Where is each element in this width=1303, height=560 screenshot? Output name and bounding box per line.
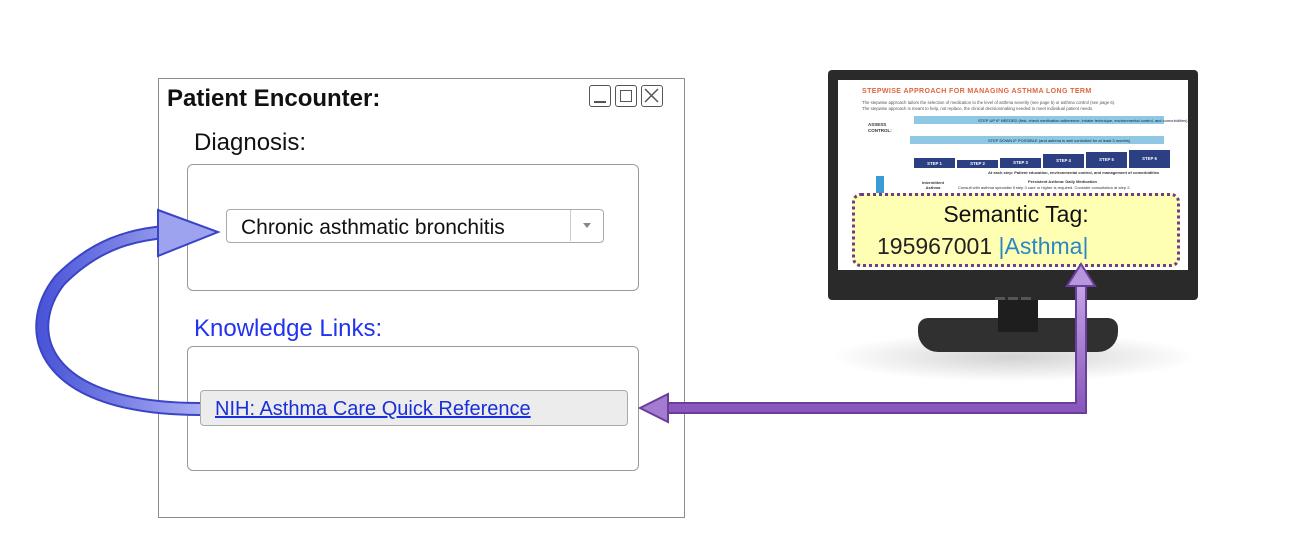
snomed-term: |Asthma|	[998, 233, 1089, 259]
monitor-port	[995, 297, 1005, 300]
step-down-band	[910, 136, 1164, 144]
maximize-icon[interactable]	[615, 85, 637, 107]
step-header: STEP 5	[1086, 152, 1127, 168]
step-header: STEP 6	[1129, 150, 1170, 168]
knowledge-link[interactable]: NIH: Asthma Care Quick Reference	[215, 398, 531, 420]
step-header: STEP 3	[1000, 158, 1041, 168]
diagnosis-select[interactable]: Chronic asthmatic bronchitis	[226, 209, 604, 243]
step-up-text: STEP UP IF NEEDED (first, check medicati…	[978, 117, 1188, 123]
legend-swatch	[876, 176, 884, 198]
step-down-text: STEP DOWN IF POSSIBLE (and asthma is wel…	[988, 137, 1131, 143]
chevron-down-icon[interactable]	[570, 210, 603, 241]
persistent-label: Persistent Asthma: Daily Medication	[1028, 179, 1097, 184]
intermittent-label: Intermittent Asthma	[922, 180, 944, 190]
tag-to-link-arrow	[664, 282, 1087, 414]
tag-to-link-arrowhead-up	[1065, 262, 1097, 287]
monitor-port	[1021, 297, 1031, 300]
semantic-tag: Semantic Tag: 195967001 |Asthma|	[852, 193, 1180, 267]
curved-link-arrow	[35, 225, 201, 416]
snomed-code: 195967001	[877, 233, 993, 259]
close-icon[interactable]	[641, 85, 663, 107]
curved-link-arrowhead	[157, 208, 221, 258]
document-line: The stepwise approach tailors the select…	[862, 100, 1116, 105]
semantic-tag-code: 195967001 |Asthma|	[877, 233, 1088, 260]
tag-to-link-arrowhead-left	[637, 392, 669, 424]
diagnosis-value: Chronic asthmatic bronchitis	[241, 216, 505, 239]
diagnosis-panel: Chronic asthmatic bronchitis	[187, 164, 639, 291]
curved-link-arrow-fill	[37, 227, 201, 414]
step-up-band	[914, 116, 1164, 124]
knowledge-links-label: Knowledge Links:	[194, 315, 383, 342]
consult-text: Consult with asthma specialist if step 3…	[958, 185, 1131, 190]
tag-to-link-arrow-fill	[664, 282, 1085, 412]
step-header: STEP 2	[957, 160, 998, 168]
each-step-text: At each step: Patient education, environ…	[988, 170, 1160, 175]
patient-encounter-window: Patient Encounter: Diagnosis: Chronic as…	[158, 78, 685, 518]
document-title: STEPWISE APPROACH FOR MANAGING ASTHMA LO…	[862, 88, 1092, 95]
step-header: STEP 1	[914, 158, 955, 168]
assess-control-label: ASSESS CONTROL:	[868, 122, 892, 133]
knowledge-links-panel: NIH: Asthma Care Quick Reference	[187, 346, 639, 471]
minimize-icon[interactable]	[589, 85, 611, 107]
semantic-tag-title: Semantic Tag:	[943, 201, 1089, 227]
close-x-glyph	[644, 88, 659, 103]
document-line: The stepwise approach is meant to help, …	[862, 106, 1094, 111]
window-title: Patient Encounter:	[167, 85, 381, 112]
monitor-port	[1008, 297, 1018, 300]
step-header: STEP 4	[1043, 154, 1084, 168]
diagnosis-label: Diagnosis:	[194, 129, 307, 156]
knowledge-link-button[interactable]: NIH: Asthma Care Quick Reference	[200, 390, 628, 426]
